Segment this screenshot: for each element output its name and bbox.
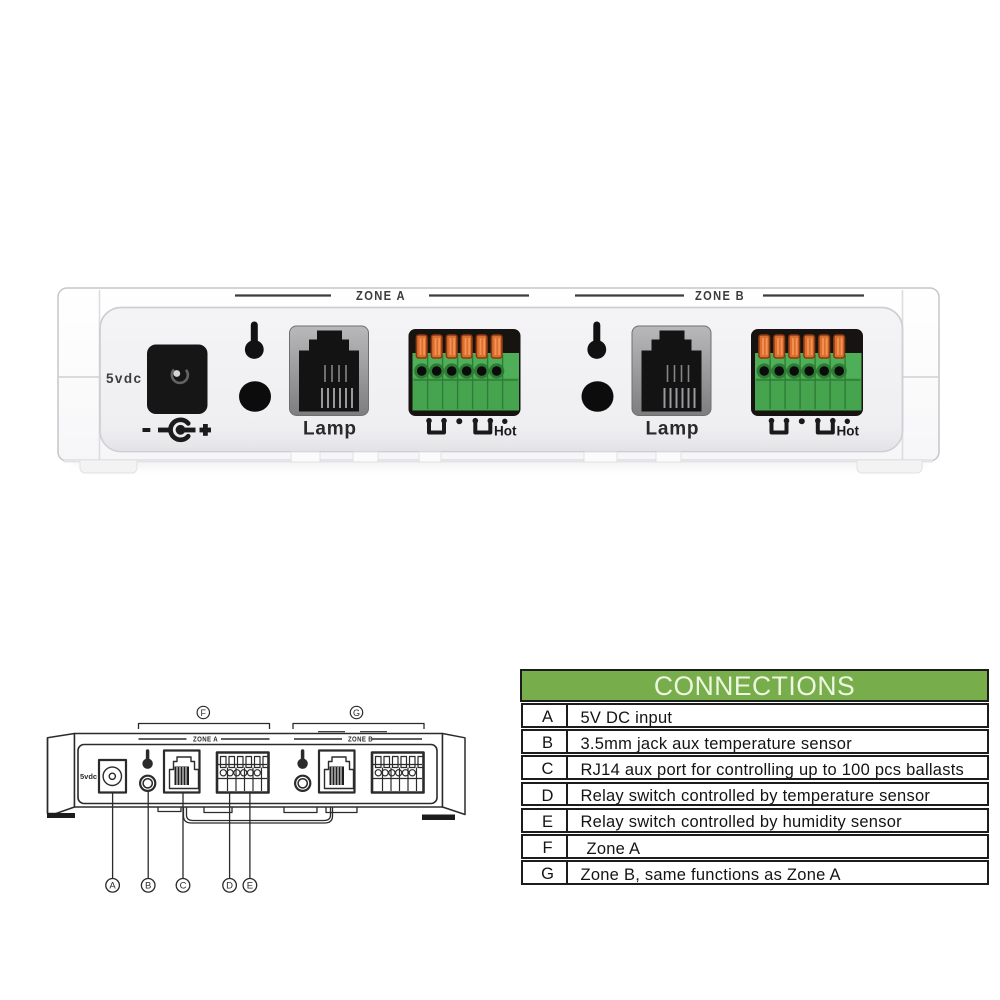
svg-text:ZONE A: ZONE A: [193, 737, 218, 744]
svg-text:C: C: [180, 881, 187, 892]
svg-text:ZONE B: ZONE B: [695, 288, 745, 303]
svg-text:F: F: [201, 708, 207, 718]
svg-text:A: A: [109, 881, 116, 892]
svg-text:5vdc: 5vdc: [80, 772, 97, 781]
svg-text:5vdc: 5vdc: [106, 371, 142, 386]
svg-text:ZONE B: ZONE B: [348, 737, 373, 744]
svg-text:G: G: [353, 708, 360, 718]
svg-text:Lamp: Lamp: [303, 419, 359, 440]
svg-text:E: E: [247, 881, 253, 892]
svg-text:Hot: Hot: [494, 424, 517, 439]
svg-text:B: B: [145, 881, 151, 892]
svg-text:ZONE A: ZONE A: [356, 288, 406, 303]
svg-text:D: D: [226, 881, 233, 892]
